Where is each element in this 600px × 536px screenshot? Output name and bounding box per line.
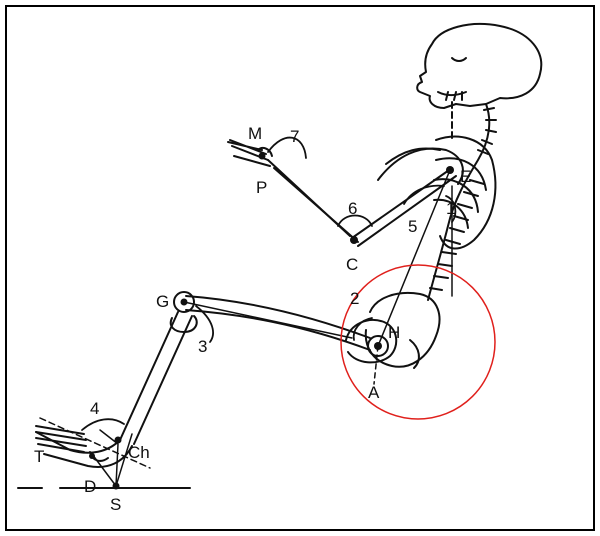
hip-highlight-circle [341,265,495,419]
angle-label-4: 4 [90,399,99,418]
angle-label-3: 3 [198,337,207,356]
angle-label-2: 2 [350,289,359,308]
label-c: C [346,255,358,274]
label-p: P [256,178,267,197]
label-e: E [460,167,471,186]
lower-leg [120,312,197,444]
label-ch: Ch [128,443,150,462]
label-h: H [388,323,400,342]
label-s: S [110,495,121,514]
angle-labels: 1 2 3 4 5 6 7 [90,127,455,418]
forearm [268,160,358,242]
angle-label-6: 6 [348,199,357,218]
label-a: A [368,383,380,402]
angle-label-5: 5 [408,217,417,236]
angle-label-7: 7 [290,127,299,146]
label-t: T [34,447,44,466]
angle-arcs [82,138,455,430]
spine [428,102,496,300]
angle-label-1: 1 [446,199,455,218]
label-g: G [156,292,169,311]
label-m: M [248,124,262,143]
label-d: D [84,477,96,496]
hand [228,140,272,166]
skull [417,24,541,108]
